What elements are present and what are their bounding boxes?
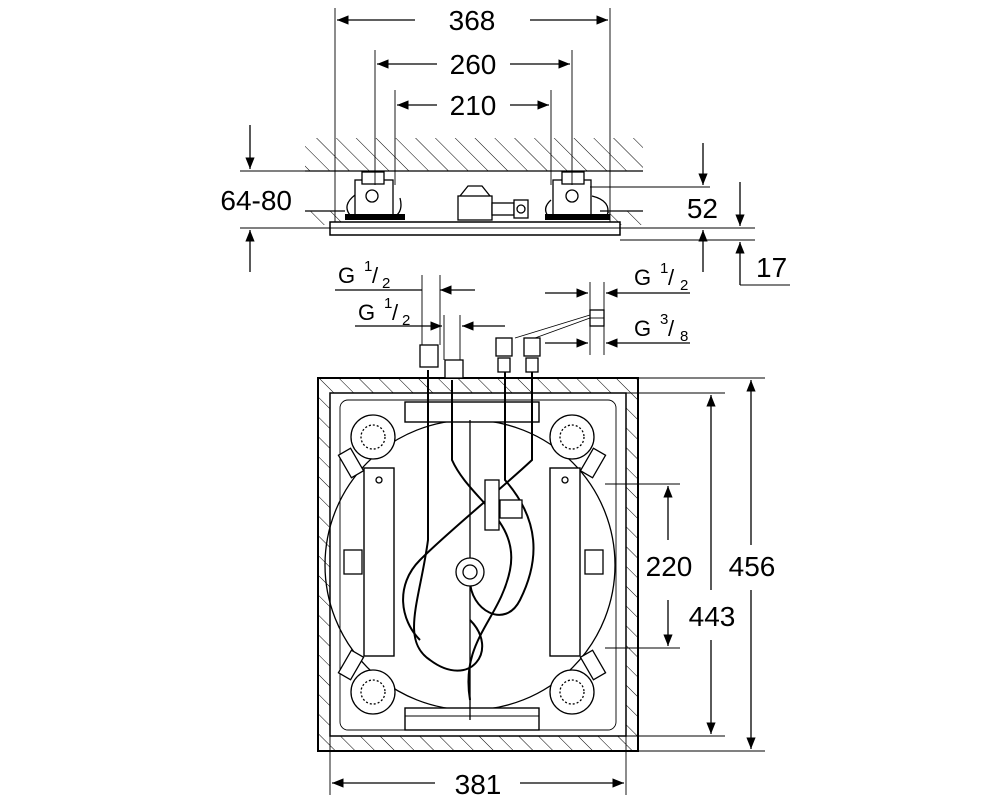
g-frac-den-left-upper: 2 <box>382 275 390 292</box>
g-label-right-lower: G <box>634 316 651 341</box>
inlet-fittings <box>419 337 541 379</box>
ceiling-hatch <box>305 138 643 171</box>
dim-64-80: 64-80 <box>220 185 292 216</box>
g-frac-den-left-lower: 2 <box>402 312 410 329</box>
g-frac-slash-right-lower: / <box>668 316 675 341</box>
nozzle-top-right <box>549 414 607 479</box>
top-view: 368 260 210 64-80 52 17 <box>220 5 790 286</box>
g-label-right-upper: G <box>634 265 651 290</box>
g-frac-den-right-lower: 8 <box>680 328 688 345</box>
shower-panel-side <box>329 221 621 236</box>
g-frac-den-right-upper: 2 <box>680 277 688 294</box>
rail-left <box>363 467 395 657</box>
dim-368: 368 <box>449 5 496 36</box>
clamp-top <box>404 401 540 423</box>
plan-view: 220 443 456 381 <box>317 337 776 800</box>
nozzle-top-left <box>337 414 396 479</box>
g-label-left-upper: G <box>338 263 355 288</box>
right-bracket <box>544 171 610 220</box>
g-frac-num-right-lower: 3 <box>660 311 668 328</box>
nozzle-bottom-left <box>337 649 396 715</box>
connection-labels: G 1 / 2 G 1 / 2 G 1 / 2 G 3 / 8 <box>335 258 690 360</box>
rail-right <box>549 467 581 657</box>
nozzle-bottom-right <box>549 649 607 715</box>
g-frac-num-left-lower: 1 <box>384 295 392 312</box>
dim-443: 443 <box>689 601 736 632</box>
g-label-left-lower: G <box>358 300 375 325</box>
g-frac-slash-right-upper: / <box>668 265 675 290</box>
dim-456: 456 <box>729 551 776 582</box>
clamp-bottom <box>404 707 540 731</box>
dim-17: 17 <box>756 252 787 283</box>
center-valve <box>457 185 529 221</box>
g-frac-slash-left-lower: / <box>392 300 399 325</box>
g-frac-num-right-upper: 1 <box>660 260 668 277</box>
dim-381: 381 <box>455 769 502 800</box>
left-bracket <box>345 171 405 220</box>
dim-210: 210 <box>450 90 497 121</box>
dim-260: 260 <box>450 49 497 80</box>
dim-52: 52 <box>687 193 718 224</box>
g-frac-num-left-upper: 1 <box>364 258 372 275</box>
dim-220: 220 <box>646 551 693 582</box>
g-frac-slash-left-upper: / <box>372 263 379 288</box>
